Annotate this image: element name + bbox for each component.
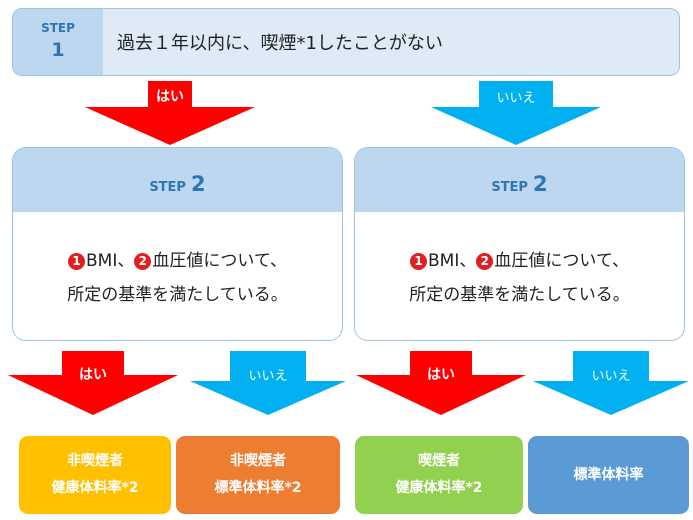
result-line2: 健康体料率*2 — [51, 480, 139, 496]
criteria-bmi: BMI、 — [428, 251, 477, 271]
result-line1: 標準体料率 — [573, 466, 644, 483]
step2-word: STEP — [149, 180, 186, 195]
badge-1-icon: 1 — [410, 253, 427, 270]
step1-question: 過去１年以内に、喫煙*1したことがない — [117, 33, 443, 54]
yes-arrow-right — [356, 351, 526, 415]
no-arrow-left — [190, 351, 346, 415]
result-smoker-healthy: 喫煙者 健康体料率*2 — [355, 436, 523, 514]
result-line2: 標準体料率*2 — [214, 480, 302, 496]
step2-header: STEP 2 — [355, 148, 684, 212]
step1-number: 1 — [51, 39, 65, 61]
criteria-bp: 血圧値について、 — [494, 251, 629, 271]
result-nonsmoker-healthy: 非喫煙者 健康体料率*2 — [19, 436, 171, 514]
step2-number: 2 — [191, 172, 206, 196]
yes-arrow-left — [8, 351, 178, 415]
criteria-line2: 所定の基準を満たしている。 — [67, 285, 288, 305]
step2-word: STEP — [491, 180, 528, 195]
badge-2-icon: 2 — [134, 253, 152, 270]
step1-tag: STEP 1 — [13, 9, 103, 75]
result-nonsmoker-standard: 非喫煙者 標準体料率*2 — [176, 436, 340, 514]
step2-header: STEP 2 — [13, 148, 342, 212]
criteria-line2: 所定の基準を満たしている。 — [409, 285, 630, 305]
badge-2-icon: 2 — [476, 253, 494, 270]
yes-arrow-step1 — [85, 81, 255, 145]
result-line1: 喫煙者 — [418, 453, 460, 469]
criteria-bp: 血圧値について、 — [152, 251, 287, 271]
step1-question-box: STEP 1 過去１年以内に、喫煙*1したことがない — [12, 8, 680, 76]
step2-number: 2 — [533, 172, 548, 196]
no-arrow-step1 — [431, 81, 601, 145]
no-arrow-right — [533, 351, 689, 415]
result-line2: 健康体料率*2 — [395, 480, 483, 496]
result-standard: 標準体料率 — [528, 436, 689, 514]
result-line1: 非喫煙者 — [67, 453, 123, 469]
step1-word: STEP — [41, 21, 75, 35]
result-line1: 非喫煙者 — [230, 453, 286, 469]
badge-1-icon: 1 — [68, 253, 85, 270]
criteria-bmi: BMI、 — [86, 251, 135, 271]
